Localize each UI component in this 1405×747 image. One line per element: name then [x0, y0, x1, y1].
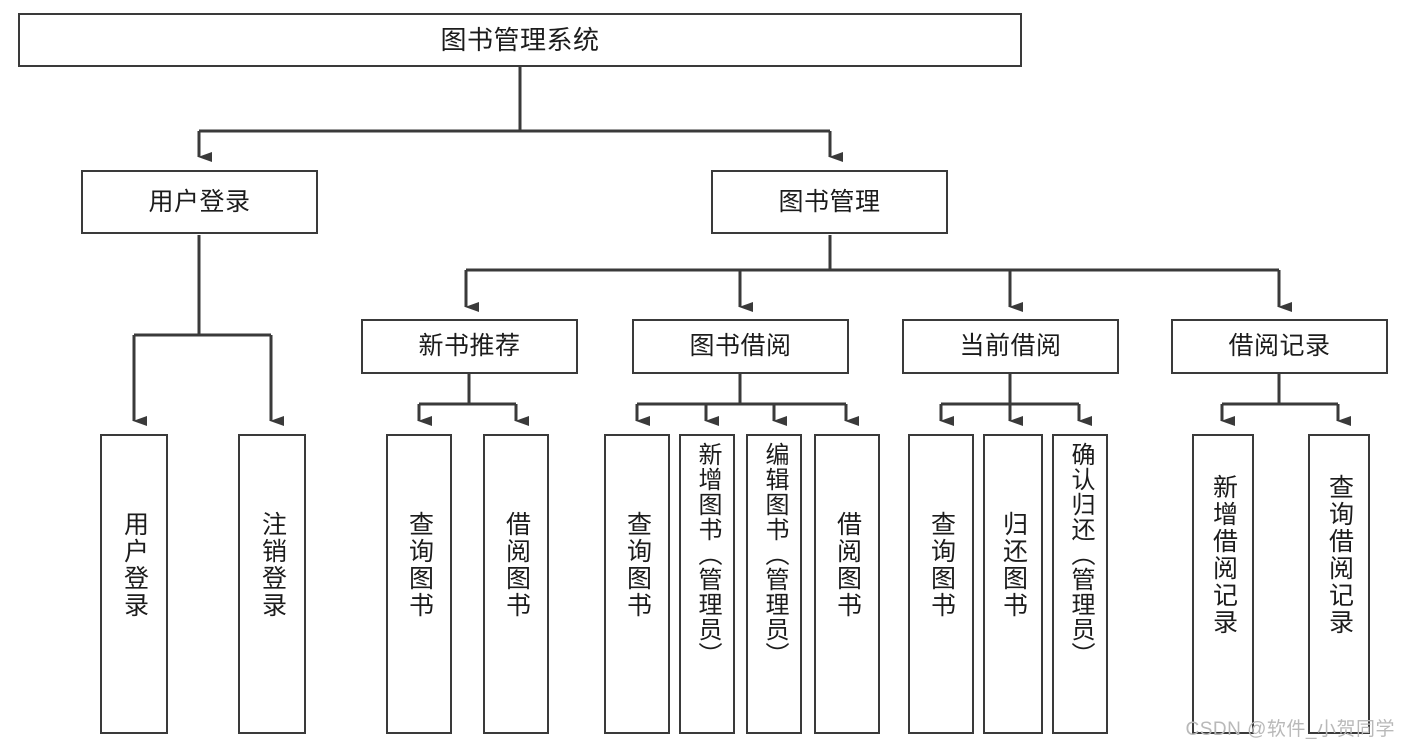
node-leaf-user-logout[interactable]: 注销登录: [238, 434, 306, 734]
node-user-login[interactable]: 用户登录: [81, 170, 318, 234]
node-leaf-query-record-label: 查询借阅记录: [1325, 474, 1354, 636]
node-leaf-add-record-label: 新增借阅记录: [1209, 474, 1238, 636]
node-leaf-edit-book[interactable]: 编辑图书（管理员）: [746, 434, 802, 734]
node-leaf-add-record[interactable]: 新增借阅记录: [1192, 434, 1254, 734]
node-leaf-borrow-book-2[interactable]: 借阅图书: [814, 434, 880, 734]
node-leaf-query-book-3[interactable]: 查询图书: [908, 434, 974, 734]
node-leaf-return-book-label: 归还图书: [999, 511, 1028, 619]
node-leaf-query-book-1-label: 查询图书: [405, 511, 434, 619]
node-leaf-confirm-return-label: 确认归还（管理员）: [1067, 442, 1094, 667]
node-leaf-query-book-3-label: 查询图书: [927, 511, 956, 619]
node-leaf-edit-book-label: 编辑图书（管理员）: [761, 442, 788, 667]
node-new-book-recommend-label: 新书推荐: [418, 332, 521, 360]
node-leaf-user-login-label: 用户登录: [120, 511, 149, 619]
node-leaf-add-book[interactable]: 新增图书（管理员）: [679, 434, 735, 734]
node-leaf-return-book[interactable]: 归还图书: [983, 434, 1043, 734]
node-new-book-recommend[interactable]: 新书推荐: [361, 319, 578, 374]
node-leaf-user-logout-label: 注销登录: [258, 511, 287, 619]
node-leaf-query-book-1[interactable]: 查询图书: [386, 434, 452, 734]
node-book-borrow-label: 图书借阅: [689, 332, 792, 360]
node-borrow-record-label: 借阅记录: [1228, 332, 1331, 360]
node-current-borrow[interactable]: 当前借阅: [902, 319, 1119, 374]
node-leaf-query-book-2[interactable]: 查询图书: [604, 434, 670, 734]
node-root-label: 图书管理系统: [440, 24, 600, 55]
node-book-management[interactable]: 图书管理: [711, 170, 948, 234]
node-root[interactable]: 图书管理系统: [18, 13, 1022, 67]
node-book-management-label: 图书管理: [778, 187, 881, 216]
node-leaf-borrow-book-1-label: 借阅图书: [502, 511, 531, 619]
node-leaf-add-book-label: 新增图书（管理员）: [694, 442, 721, 667]
node-book-borrow[interactable]: 图书借阅: [632, 319, 849, 374]
watermark: CSDN @软件_小贺同学: [1185, 719, 1395, 740]
node-leaf-query-record[interactable]: 查询借阅记录: [1308, 434, 1370, 734]
node-current-borrow-label: 当前借阅: [959, 332, 1062, 360]
node-leaf-borrow-book-1[interactable]: 借阅图书: [483, 434, 549, 734]
node-leaf-user-login[interactable]: 用户登录: [100, 434, 168, 734]
node-user-login-label: 用户登录: [148, 187, 251, 216]
node-borrow-record[interactable]: 借阅记录: [1171, 319, 1388, 374]
node-leaf-confirm-return[interactable]: 确认归还（管理员）: [1052, 434, 1108, 734]
node-leaf-query-book-2-label: 查询图书: [623, 511, 652, 619]
node-leaf-borrow-book-2-label: 借阅图书: [833, 511, 862, 619]
